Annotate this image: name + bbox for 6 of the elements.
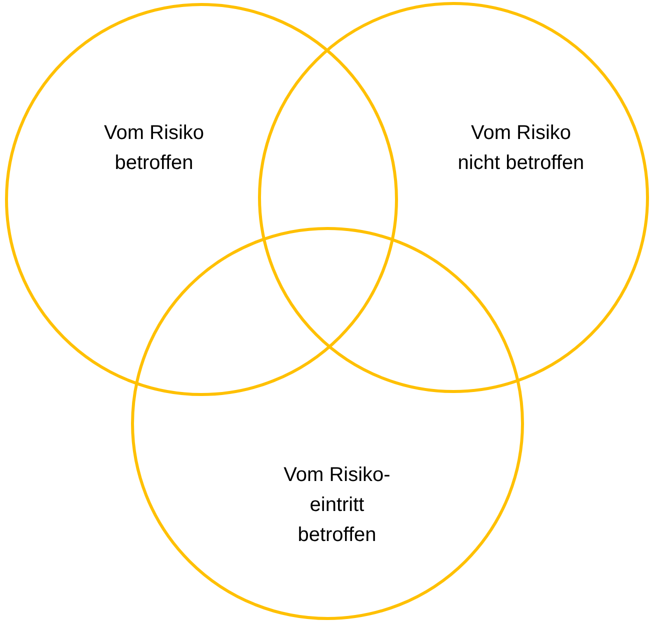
venn-circle bbox=[258, 2, 648, 392]
circle-label: Vom Risiko- eintritt betroffen bbox=[282, 463, 392, 548]
venn-circle bbox=[130, 226, 524, 620]
circle-label: Vom Risiko nicht betroffen bbox=[456, 121, 586, 176]
circle-label: Vom Risiko betroffen bbox=[102, 121, 206, 176]
venn-circle bbox=[4, 2, 398, 396]
